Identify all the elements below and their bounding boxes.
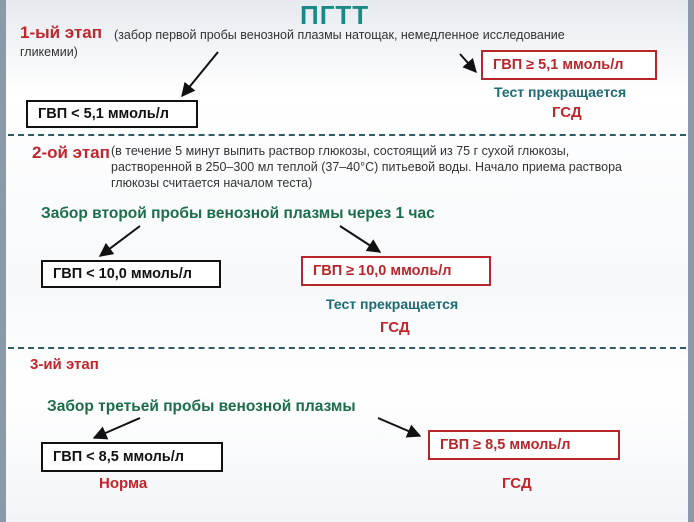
stage1-note-line2: гликемии) — [20, 45, 78, 59]
stage3-normal-box: ГВП < 8,5 ммоль/л — [41, 442, 223, 472]
stage1-arrow-left — [181, 51, 219, 98]
stage1-normal-box: ГВП < 5,1 ммоль/л — [26, 100, 198, 128]
stage2-label: 2-ой этап — [32, 143, 110, 162]
stage3-gdm-result: ГСД — [502, 475, 532, 492]
stage1-arrow-right — [459, 53, 477, 74]
stage2-high-box: ГВП ≥ 10,0 ммоль/л — [301, 256, 491, 286]
stage2-normal-box: ГВП < 10,0 ммоль/л — [41, 260, 221, 288]
stage1-label: 1-ый этап — [20, 23, 103, 42]
stage2-stop-text: Тест прекращается — [326, 296, 459, 312]
stage1-result: ГСД — [552, 104, 582, 121]
stage2-note-line3: глюкозы считается началом теста) — [111, 176, 313, 190]
stage1-stop-text: Тест прекращается — [494, 84, 627, 100]
stage3-normal-result: Норма — [99, 475, 148, 492]
stage2-arrow-right — [339, 225, 382, 253]
stage2-note-line1: (в течение 5 минут выпить раствор глюкоз… — [111, 144, 570, 158]
stage3-label: 3-ий этап — [30, 356, 99, 373]
divider-1 — [8, 134, 686, 136]
stage3-arrow-left — [92, 417, 141, 440]
stage2-sample-text: Забор второй пробы венозной плазмы через… — [41, 205, 435, 222]
divider-2 — [8, 347, 686, 349]
stage2-note-line2: растворенной в 250–300 мл теплой (37–40°… — [111, 160, 622, 174]
stage2-result: ГСД — [380, 319, 410, 336]
stage1-high-box: ГВП ≥ 5,1 ммоль/л — [481, 50, 657, 80]
stage3-high-box: ГВП ≥ 8,5 ммоль/л — [428, 430, 620, 460]
stage3-sample-text: Забор третьей пробы венозной плазмы — [47, 398, 356, 415]
stage1-note-line1: (забор первой пробы венозной плазмы нато… — [114, 28, 565, 42]
slide-title: ПГТТ — [300, 0, 370, 30]
stage2-arrow-left — [98, 225, 141, 257]
stage3-arrow-right — [377, 417, 422, 438]
